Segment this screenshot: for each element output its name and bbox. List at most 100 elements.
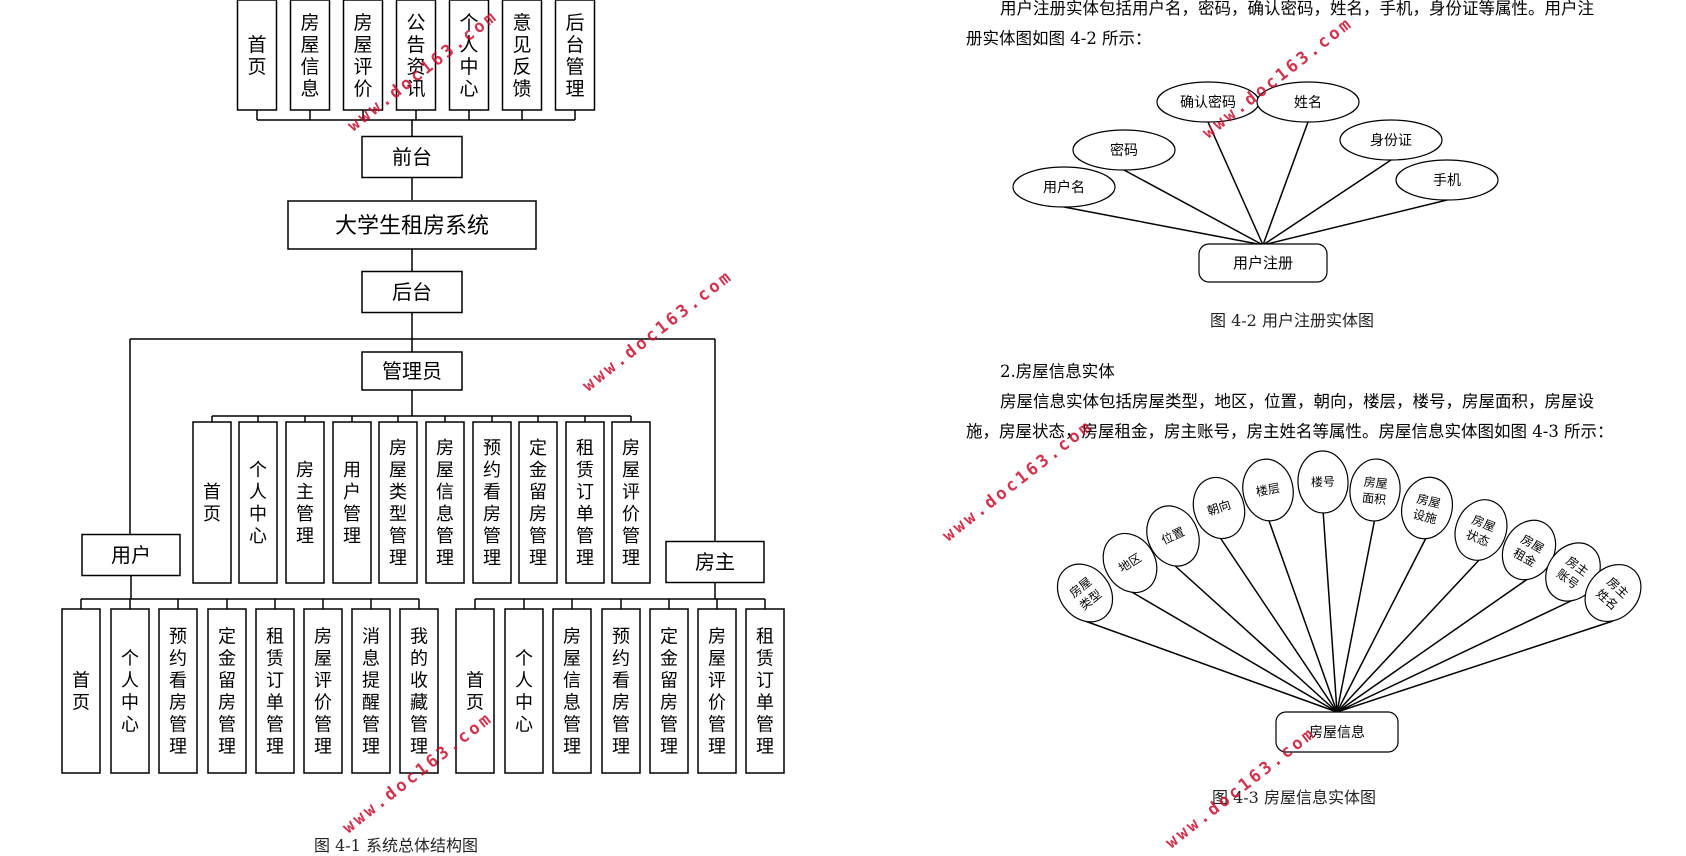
attribute-label: 楼号 <box>1311 474 1336 490</box>
attribute-label: 用户名 <box>1043 179 1085 196</box>
admin-module-1-label: 首页 <box>203 482 221 525</box>
front-module-2 <box>289 0 331 111</box>
owner-module-2 <box>504 608 544 774</box>
user-module-1-label: 首页 <box>72 670 90 713</box>
entity-box-house-info <box>1275 711 1399 753</box>
paragraph-user-entity-line2: 册实体图如图 4-2 所示： <box>966 29 1152 48</box>
attribute-ellipse <box>1146 505 1200 567</box>
admin-module-7 <box>472 421 512 584</box>
paragraph-house-entity-line1: 房屋信息实体包括房屋类型，地区，位置，朝向，楼层，楼号，房屋面积，房屋设 <box>1000 392 1594 411</box>
house-info-er-diagram: 房屋类型地区位置朝向楼层楼号房屋面积房屋设施房屋状态房屋租金房主账号房主姓名房屋… <box>1056 450 1642 753</box>
figure-4-1-caption: 图 4-1 系统总体结构图 <box>314 836 478 855</box>
admin-node-label: 管理员 <box>382 359 442 383</box>
attribute-label: 朝向 <box>1205 497 1232 519</box>
relation-line <box>1336 577 1530 713</box>
relation-line <box>1267 517 1338 713</box>
attribute-ellipse <box>1242 458 1294 522</box>
front-module-6-label: 意见反馈 <box>512 12 531 100</box>
attribute-ellipse <box>1012 166 1116 208</box>
owner-module-7-label: 租赁订单管理 <box>756 626 774 757</box>
relation-line <box>1262 159 1392 246</box>
user-module-4-label: 定金留房管理 <box>218 626 236 757</box>
owner-module-5 <box>649 608 689 774</box>
attribute-ellipse <box>1584 563 1642 623</box>
admin-module-9 <box>565 421 605 584</box>
front-module-5-label: 个人中心 <box>459 12 478 100</box>
admin-module-8 <box>518 421 558 584</box>
paragraph-house-entity-line2: 施，房屋状态，房屋租金，房主账号，房主姓名等属性。房屋信息实体图如图 4-3 所… <box>966 422 1614 441</box>
front-module-4-label: 公告资讯 <box>406 12 425 100</box>
attribute-ellipse <box>1349 458 1401 522</box>
admin-module-10 <box>611 421 651 584</box>
admin-module-4-label: 用户管理 <box>343 460 361 547</box>
attribute-ellipse <box>1056 563 1114 623</box>
back-node-box <box>361 270 463 314</box>
attribute-ellipse <box>1454 499 1508 561</box>
admin-module-6 <box>425 421 465 584</box>
owner-module-7 <box>745 608 785 774</box>
relation-line <box>1063 206 1264 246</box>
user-module-5 <box>255 608 295 774</box>
attribute-ellipse <box>1256 81 1360 123</box>
front-module-7 <box>554 0 596 111</box>
front-module-2-label: 房屋信息 <box>300 12 319 100</box>
admin-module-6-label: 房屋信息管理 <box>436 438 454 569</box>
entity-label: 房屋信息 <box>1309 724 1365 741</box>
admin-node-box <box>361 351 463 391</box>
attribute-label: 房屋面积 <box>1361 474 1388 507</box>
attribute-ellipse <box>1401 476 1453 540</box>
owner-module-1 <box>455 608 495 774</box>
admin-module-3 <box>285 421 325 584</box>
owner-module-4 <box>601 608 641 774</box>
user-module-4 <box>207 608 247 774</box>
relation-line <box>1336 557 1482 713</box>
user-module-7 <box>351 608 391 774</box>
attribute-label: 房屋设施 <box>1412 491 1443 527</box>
user-module-6 <box>303 608 343 774</box>
relation-line <box>1207 121 1264 246</box>
front-module-7-label: 后台管理 <box>565 12 584 100</box>
relation-line <box>1129 590 1338 713</box>
relation-line <box>1172 563 1338 713</box>
front-module-1-label: 首页 <box>247 34 266 78</box>
attribute-ellipse <box>1102 532 1158 594</box>
admin-module-3-label: 房主管理 <box>296 460 314 547</box>
relation-line <box>1336 620 1614 713</box>
front-module-3 <box>342 0 384 111</box>
system-structure-diagram: 首页房屋信息房屋评价公告资讯个人中心意见反馈后台管理前台大学生租房系统后台管理员… <box>61 0 785 774</box>
owner-module-2-label: 个人中心 <box>515 648 533 735</box>
user-module-7-label: 消息提醒管理 <box>362 626 380 757</box>
relation-line <box>1084 620 1338 713</box>
owner-module-4-label: 预约看房管理 <box>612 626 630 757</box>
front-node-box <box>361 135 463 179</box>
user-node-label: 用户 <box>111 543 151 567</box>
front-module-1 <box>236 0 278 111</box>
relation-line <box>1262 121 1309 246</box>
relation-line <box>1336 517 1376 713</box>
attribute-label: 楼层 <box>1255 480 1281 499</box>
front-module-5 <box>448 0 490 111</box>
owner-module-6-label: 房屋评价管理 <box>708 626 726 757</box>
attribute-label: 身份证 <box>1370 133 1412 149</box>
user-module-2 <box>110 608 150 774</box>
user-module-8 <box>399 608 439 774</box>
user-module-2-label: 个人中心 <box>121 648 139 735</box>
admin-module-4 <box>332 421 372 584</box>
front-node-label: 前台 <box>392 145 432 169</box>
figure-4-3-caption: 图 4-3 房屋信息实体图 <box>1212 788 1376 807</box>
paragraph-user-entity-line1: 用户注册实体包括用户名，密码，确认密码，姓名，手机，身份证等属性。用户注 <box>1000 0 1594 18</box>
relation-line <box>1336 599 1574 713</box>
back-node-label: 后台 <box>392 280 432 304</box>
user-node-box <box>81 533 181 577</box>
user-registration-er-diagram: 用户名密码确认密码姓名身份证手机用户注册 <box>1012 81 1499 283</box>
relation-line <box>1218 535 1338 713</box>
owner-module-5-label: 定金留房管理 <box>660 626 678 757</box>
admin-module-5-label: 房屋类型管理 <box>389 438 407 569</box>
system-node-label: 大学生租房系统 <box>335 214 489 239</box>
front-module-3-label: 房屋评价 <box>353 12 372 100</box>
attribute-label: 姓名 <box>1294 95 1322 111</box>
owner-module-3-label: 房屋信息管理 <box>563 626 581 757</box>
front-module-6 <box>501 0 543 111</box>
owner-module-3 <box>552 608 592 774</box>
attribute-ellipse <box>1192 476 1246 540</box>
